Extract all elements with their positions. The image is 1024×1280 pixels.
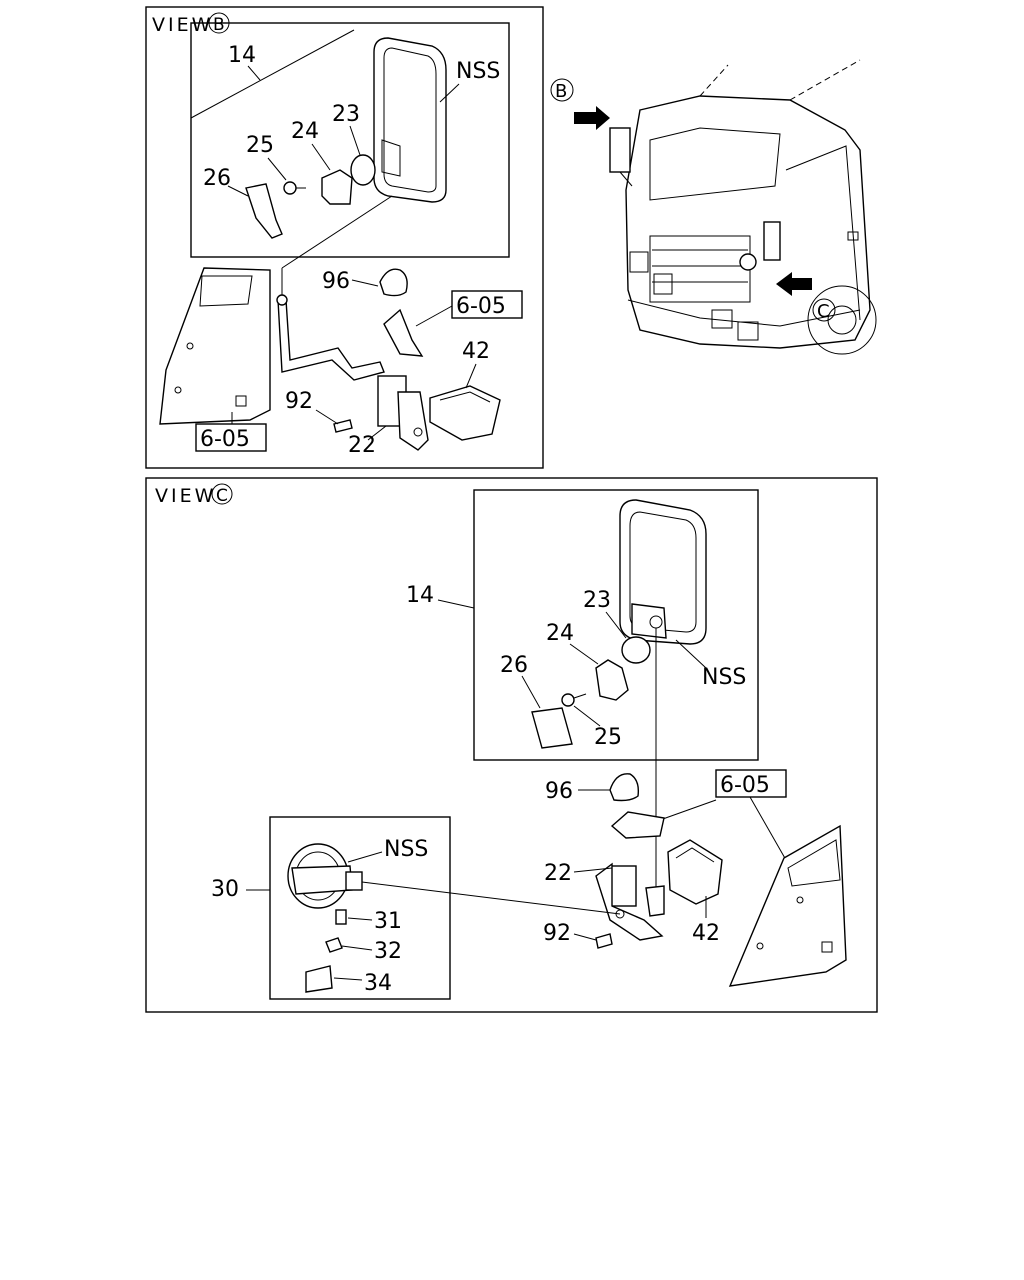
view-b-bolt-92: [333, 419, 353, 433]
view-b-bulb-23: [350, 154, 376, 186]
view-b-cover-26: [245, 183, 283, 239]
view-b-ref-lower-box: [195, 423, 267, 452]
view-b-callout-25: 25: [246, 133, 274, 158]
view-b-panel: VIEW B 14 NSS 23 24 25 26: [145, 6, 544, 469]
view-c-title: VIEW: [155, 485, 216, 507]
view-b-title: VIEW: [152, 14, 213, 36]
view-c-bracket-22: [595, 862, 665, 941]
view-c-marker: C: [216, 486, 228, 506]
view-b-mirror-head: [373, 37, 447, 203]
view-c-callout-34: 34: [364, 971, 392, 996]
view-c-bracket-34: [305, 965, 333, 993]
view-b-callout-nss: NSS: [456, 59, 500, 84]
view-c-callout-25: 25: [594, 725, 622, 750]
truck-marker-c-circle: [812, 298, 836, 322]
view-b-mirror-inset: [190, 22, 510, 258]
view-b-bracket-42: [429, 385, 501, 441]
arrow-c-icon: [776, 272, 812, 296]
view-b-callout-42: 42: [462, 339, 490, 364]
view-c-panel: VIEW C 14 NSS 23 24 25 26: [145, 477, 878, 1013]
view-c-callout-92: 92: [543, 921, 571, 946]
view-b-corner-panel: [159, 267, 271, 425]
view-b-callout-24: 24: [291, 119, 319, 144]
view-b-callout-23: 23: [332, 102, 360, 127]
view-c-bolt-92: [595, 933, 613, 949]
truck-left-mirror: [609, 127, 631, 173]
view-c-ref-box: [715, 769, 787, 798]
view-c-callout-31: 31: [374, 909, 402, 934]
view-c-inset-30: [269, 816, 451, 1000]
view-b-callout-92: 92: [285, 389, 313, 414]
view-c-bulb-23: [621, 636, 651, 664]
view-b-ref-upper: 6-05: [456, 294, 506, 319]
view-b-panel-fragment: [383, 308, 424, 357]
view-b-arm: [277, 299, 385, 381]
view-c-callout-22: 22: [544, 861, 572, 886]
view-c-socket-24: [595, 659, 629, 701]
view-c-callout-42: 42: [692, 921, 720, 946]
view-c-callout-23: 23: [583, 588, 611, 613]
view-b-ref-lower: 6-05: [200, 427, 250, 452]
view-c-cap-96: [609, 773, 640, 802]
view-b-callout-14: 14: [228, 43, 256, 68]
truck-wheel: [807, 285, 877, 355]
truck-marker-c: C: [817, 301, 830, 322]
view-c-screw-25: [561, 693, 575, 707]
view-b-ref-upper-box: [451, 290, 523, 319]
view-c-callout-24: 24: [546, 621, 574, 646]
view-b-socket-24: [321, 169, 353, 205]
view-c-mirror-head: [619, 499, 707, 645]
view-b-screw-25: [283, 181, 297, 195]
view-c-callout-32: 32: [374, 939, 402, 964]
view-c-convex-mirror: [287, 843, 363, 909]
view-c-panel-fragment: [610, 811, 665, 839]
view-c-callout-14: 14: [406, 583, 434, 608]
truck-right-mirror: [763, 221, 781, 261]
view-c-corner-panel: [728, 824, 847, 987]
view-b-cap-96: [379, 268, 408, 297]
view-c-callout-26: 26: [500, 653, 528, 678]
view-b-bracket-22: [377, 375, 429, 451]
view-c-callout-30: 30: [211, 877, 239, 902]
view-c-clip-31: [335, 909, 347, 925]
view-c-callout-nss-inset: NSS: [384, 837, 428, 862]
view-c-marker-circle: [211, 483, 233, 505]
truck-illustration: B C: [550, 59, 877, 355]
view-b-callout-26: 26: [203, 166, 231, 191]
view-b-marker: B: [213, 15, 225, 35]
view-b-callout-96: 96: [322, 269, 350, 294]
view-c-cover-26: [531, 707, 573, 749]
arrow-b-icon: [574, 106, 610, 130]
view-c-bracket-42: [667, 839, 723, 905]
view-c-ref: 6-05: [720, 773, 770, 798]
view-c-screw-32: [325, 937, 343, 953]
view-c-callout-96: 96: [545, 779, 573, 804]
truck-marker-b-circle: [550, 78, 574, 102]
truck-marker-b: B: [555, 81, 567, 102]
view-c-mirror-inset: [473, 489, 759, 761]
view-c-callout-nss: NSS: [702, 665, 746, 690]
